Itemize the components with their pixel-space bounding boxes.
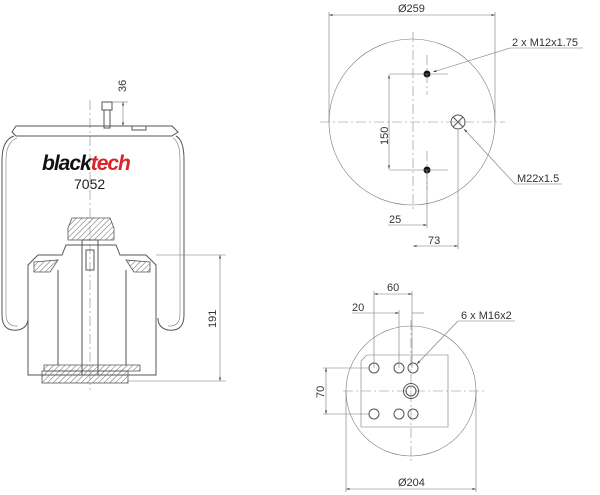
top-view: Ø259 2 x M12x1.75 M22x1.5 150 25 73 bbox=[320, 3, 583, 249]
leader-line bbox=[463, 128, 516, 185]
bottom-view: 60 20 6 x M16x2 70 Ø204 bbox=[315, 282, 515, 492]
bellow-outline bbox=[1, 135, 185, 331]
piston-base bbox=[43, 364, 141, 372]
bolt-hole bbox=[393, 408, 405, 420]
bolt-nut bbox=[85, 249, 95, 271]
bolt-hole bbox=[407, 408, 419, 420]
piston-outline bbox=[27, 244, 157, 376]
bolt-hole bbox=[407, 362, 419, 374]
bolt-thread-label: 6 x M16x2 bbox=[461, 310, 512, 322]
stud bbox=[103, 109, 111, 129]
thread-label: 2 x M12x1.75 bbox=[512, 37, 578, 49]
side-view: blacktech 7052 36 191 bbox=[1, 80, 226, 390]
dim-259: Ø259 bbox=[398, 3, 425, 15]
center-bore-inner bbox=[405, 385, 417, 397]
part-number: 7052 bbox=[74, 176, 105, 192]
leader-line bbox=[432, 47, 511, 73]
dim-191: 191 bbox=[207, 310, 219, 328]
dim-20: 20 bbox=[352, 302, 364, 314]
center-bore bbox=[403, 383, 419, 399]
top-plate bbox=[11, 125, 179, 137]
bump-stop bbox=[67, 217, 115, 241]
dim-73: 73 bbox=[428, 235, 440, 247]
dim-150: 150 bbox=[379, 127, 391, 145]
bellow-inner bbox=[5, 137, 181, 327]
leader-line bbox=[416, 320, 459, 365]
air-fitting bbox=[131, 125, 147, 131]
dim-70: 70 bbox=[315, 386, 327, 398]
brand-logo: blacktech bbox=[42, 152, 130, 175]
dim-25: 25 bbox=[389, 214, 401, 226]
valve-label: M22x1.5 bbox=[517, 173, 559, 185]
dim-204: Ø204 bbox=[398, 477, 425, 489]
bolt-hole bbox=[368, 408, 380, 420]
piston-hatch bbox=[33, 259, 151, 273]
valve-port-icon bbox=[450, 114, 466, 130]
base-plate bbox=[41, 370, 129, 384]
base-plate-outline bbox=[360, 354, 449, 428]
stud-head bbox=[101, 101, 113, 111]
dim-36: 36 bbox=[117, 80, 129, 92]
dim-60: 60 bbox=[387, 282, 399, 294]
